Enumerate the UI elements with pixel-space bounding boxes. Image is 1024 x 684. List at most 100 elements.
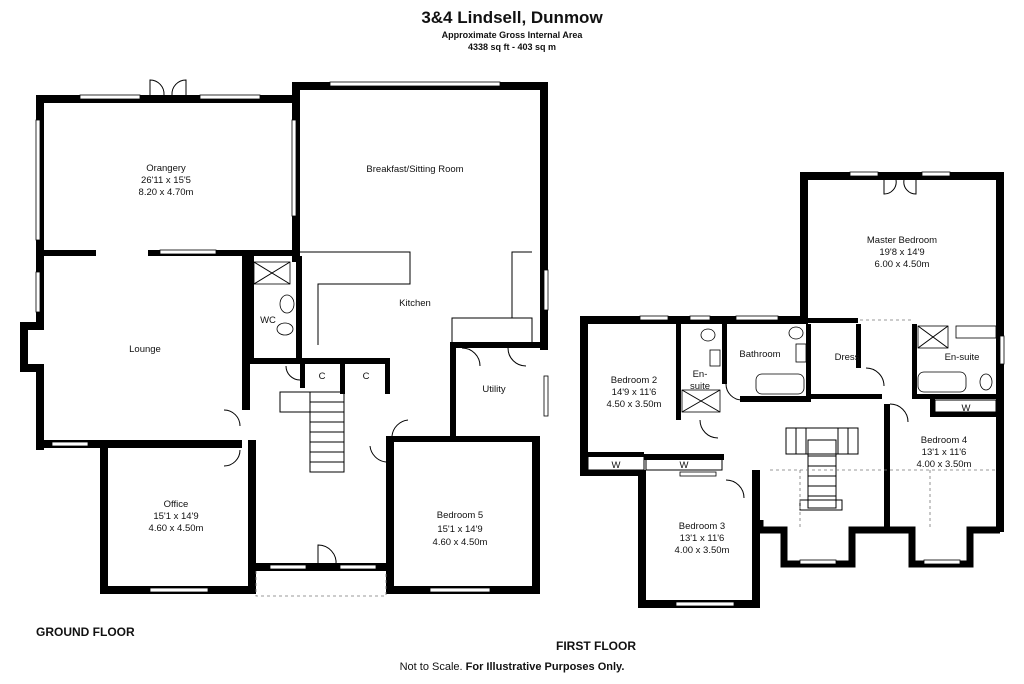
- door-arc: [699, 419, 719, 439]
- bedroom-4-name: Bedroom 4: [921, 435, 967, 446]
- window: [799, 559, 837, 565]
- wall: [248, 358, 300, 364]
- wall: [890, 526, 1000, 568]
- dress-name: Dress: [835, 352, 860, 363]
- bedroom-5-imperial: 15'1 x 14'9: [437, 524, 482, 535]
- window: [689, 315, 711, 321]
- window: [543, 375, 549, 417]
- stair-treads: [808, 455, 836, 497]
- ensuite-1-line2: suite: [690, 381, 710, 392]
- window: [199, 94, 261, 100]
- bedroom-4-imperial: 13'1 x 11'6: [922, 447, 967, 458]
- window: [149, 587, 209, 593]
- cupboard-2-name: C: [363, 371, 370, 382]
- ensuite-2-name: En-suite: [945, 352, 980, 363]
- wall: [36, 95, 298, 103]
- door-arc: [725, 383, 743, 401]
- window: [923, 559, 961, 565]
- window: [921, 171, 951, 177]
- door-arc: [285, 365, 301, 381]
- wall: [242, 250, 250, 410]
- wall: [588, 452, 644, 457]
- window: [79, 94, 141, 100]
- wall: [100, 440, 108, 594]
- window: [51, 441, 89, 447]
- wall: [806, 324, 811, 402]
- wall: [644, 454, 724, 460]
- office-name: Office: [164, 499, 189, 510]
- stair-landing: [799, 499, 843, 511]
- first-stairs-top: [785, 427, 859, 455]
- orangery-name: Orangery: [146, 163, 186, 174]
- wall: [248, 563, 394, 571]
- window: [35, 119, 41, 241]
- wall: [540, 82, 548, 350]
- wall: [800, 172, 808, 320]
- plan-subtitle: Approximate Gross Internal Area: [441, 30, 583, 40]
- window: [339, 564, 377, 570]
- wardrobe-b4-label: W: [962, 403, 971, 414]
- toilet: [979, 373, 993, 391]
- bedroom-5-metric: 4.60 x 4.50m: [433, 537, 488, 548]
- wall: [756, 520, 890, 568]
- door-arc: [391, 419, 409, 437]
- wall: [638, 470, 646, 608]
- wall: [248, 256, 254, 364]
- basin: [279, 294, 295, 314]
- bedroom-3-metric: 4.00 x 3.50m: [675, 545, 730, 556]
- window: [543, 269, 549, 311]
- master-bedroom-imperial: 19'8 x 14'9: [879, 247, 924, 258]
- wall: [296, 256, 302, 364]
- kitchen-island: [300, 251, 411, 345]
- ground-floor-label: GROUND FLOOR: [36, 625, 135, 639]
- stair-treads: [310, 401, 344, 463]
- toilet: [700, 328, 716, 342]
- door-arc: [507, 347, 527, 367]
- stair-landing: [279, 391, 311, 413]
- first-floor-label: FIRST FLOOR: [556, 639, 636, 653]
- wall: [385, 358, 390, 394]
- orangery-doors: [149, 79, 187, 96]
- wall: [386, 436, 540, 442]
- master-bedroom-metric: 6.00 x 4.50m: [875, 259, 930, 270]
- breakfast-name: Breakfast/Sitting Room: [366, 164, 463, 175]
- master-bedroom-name: Master Bedroom: [867, 235, 937, 246]
- wall: [800, 172, 1004, 180]
- orangery-imperial: 26'11 x 15'5: [141, 175, 191, 186]
- chimney-inner: [28, 330, 44, 364]
- wall: [36, 440, 242, 448]
- window: [291, 119, 297, 217]
- plan-area: 4338 sq ft - 403 sq m: [467, 42, 557, 52]
- toilet: [276, 322, 294, 336]
- wall: [248, 440, 256, 594]
- disclaimer: Not to Scale. For Illustrative Purposes …: [0, 661, 1024, 673]
- door-arc: [223, 409, 241, 427]
- juliet-doors: [883, 179, 917, 195]
- wall: [532, 436, 540, 594]
- toilet: [788, 326, 804, 340]
- wall: [676, 324, 681, 420]
- kitchen-counter: [452, 251, 532, 319]
- wall: [930, 412, 1000, 417]
- bedroom-3-name: Bedroom 3: [679, 521, 725, 532]
- ensuite-1-line1: En-: [693, 369, 708, 380]
- window: [675, 601, 735, 607]
- wall: [808, 394, 882, 399]
- wall: [912, 394, 1002, 399]
- wall: [912, 324, 917, 394]
- door-arc: [461, 347, 481, 367]
- door-arc: [223, 449, 241, 467]
- bedroom-2-imperial: 14'9 x 11'6: [612, 387, 657, 398]
- orangery-metric: 8.20 x 4.70m: [139, 187, 194, 198]
- wardrobe: [934, 399, 997, 413]
- wall: [242, 250, 298, 256]
- bedroom-3-imperial: 13'1 x 11'6: [680, 533, 725, 544]
- wall: [450, 342, 456, 440]
- door-arc: [725, 479, 745, 499]
- lounge-name: Lounge: [129, 344, 161, 355]
- wall: [450, 342, 548, 348]
- window: [159, 249, 217, 255]
- wall: [808, 318, 858, 323]
- porch-outline: [255, 571, 387, 597]
